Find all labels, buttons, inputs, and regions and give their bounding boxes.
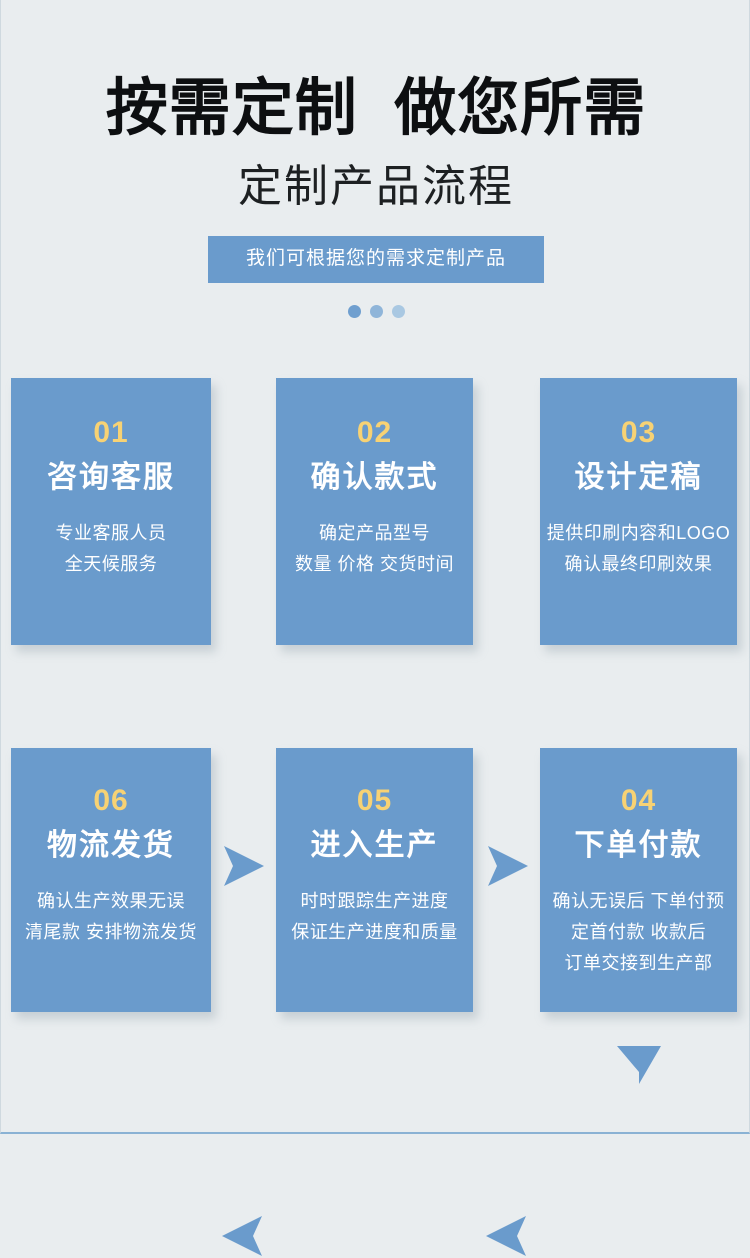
step-description-line: 全天候服务 [64,554,158,574]
step-description: 提供印刷内容和LOGO 确认最终印刷效果 [540,496,737,580]
step-description: 确认无误后 下单付预 定首付款 收款后 订单交接到生产部 [540,864,737,979]
decorative-dots [1,305,750,318]
page-subtitle: 定制产品流程 [238,162,514,211]
step-description-line: 定首付款 收款后 [570,922,706,942]
step-description-line: 清尾款 安排物流发货 [24,922,197,942]
process-step-card-02: 02 确认款式 确定产品型号 数量 价格 交货时间 [276,378,473,645]
step-description-line: 保证生产进度和质量 [291,922,458,942]
page-header: 按需定制 做您所需 定制产品流程 我们可根据您的需求定制产品 [1,0,750,318]
step-description: 专业客服人员 全天候服务 [11,496,211,580]
step-description-line: 订单交接到生产部 [564,953,713,973]
step-description-line: 专业客服人员 [55,523,167,543]
step-description: 时时跟踪生产进度 保证生产进度和质量 [276,864,473,948]
process-step-card-04: 04 下单付款 确认无误后 下单付预 定首付款 收款后 订单交接到生产部 [540,748,737,1012]
step-title: 确认款式 [310,461,439,494]
step-number: 03 [620,416,657,449]
step-title: 进入生产 [310,829,439,862]
process-flow: 01 咨询客服 专业客服人员 全天候服务 02 确认款式 确定产品型号 数量 价… [1,378,750,1256]
dot-icon-2 [369,305,383,318]
step-title: 咨询客服 [47,461,175,494]
process-step-card-03: 03 设计定稿 提供印刷内容和LOGO 确认最终印刷效果 [540,378,737,645]
step-title: 物流发货 [47,829,175,862]
page-title: 按需定制 做您所需 [105,74,647,143]
step-number: 02 [356,416,393,449]
step-description-line: 确认无误后 下单付预 [552,891,725,911]
step-number: 06 [93,784,129,817]
tagline-banner-wrap: 我们可根据您的需求定制产品 [1,236,750,283]
process-step-card-05: 05 进入生产 时时跟踪生产进度 保证生产进度和质量 [276,748,473,1012]
step-number: 05 [356,784,393,817]
dot-icon-1 [347,305,361,318]
step-number: 01 [93,416,129,449]
dot-icon-3 [391,305,405,318]
step-number: 04 [620,784,657,817]
tagline-banner: 我们可根据您的需求定制产品 [207,236,544,283]
step-description-line: 数量 价格 交货时间 [294,554,454,574]
step-description-line: 时时跟踪生产进度 [300,891,449,911]
step-title: 下单付款 [574,829,703,862]
step-description-line: 提供印刷内容和LOGO [546,523,731,543]
step-description-line: 确定产品型号 [319,523,430,543]
step-description: 确认生产效果无误 清尾款 安排物流发货 [11,864,211,948]
step-description-line: 确认生产效果无误 [37,891,185,911]
process-step-card-01: 01 咨询客服 专业客服人员 全天候服务 [11,378,211,645]
process-step-card-06: 06 物流发货 确认生产效果无误 清尾款 安排物流发货 [11,748,211,1012]
step-title: 设计定稿 [574,461,703,494]
step-description-line: 确认最终印刷效果 [564,554,713,574]
step-description: 确定产品型号 数量 价格 交货时间 [276,496,473,580]
